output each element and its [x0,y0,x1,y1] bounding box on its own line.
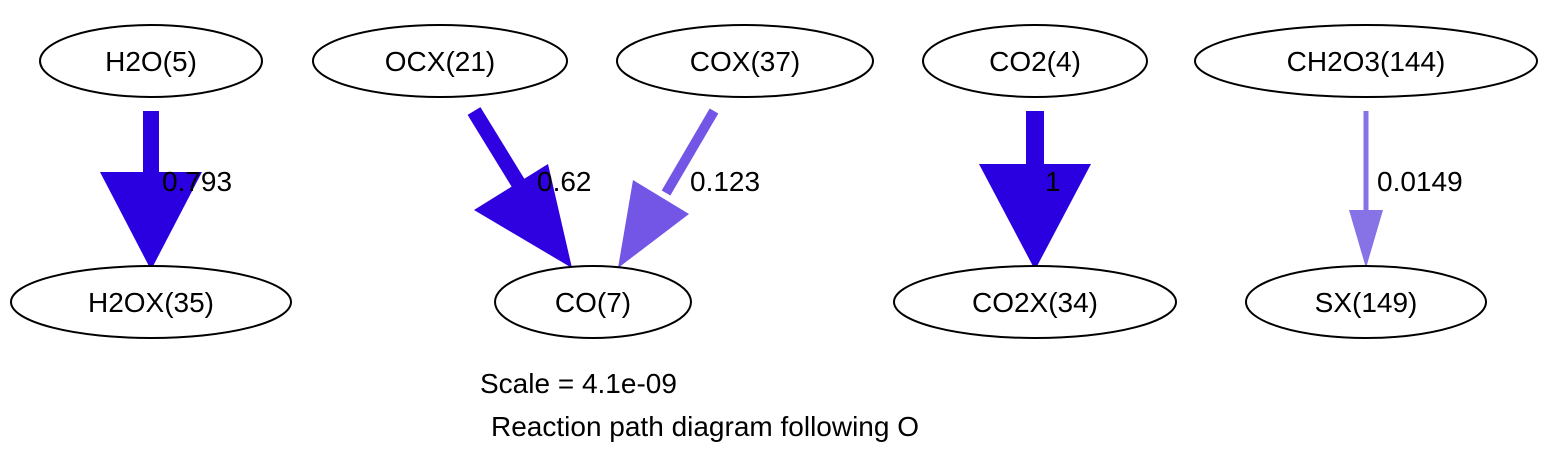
node-h2o-label: H2O(5) [105,46,197,77]
edge-ocx-to-co-arrowhead [474,164,572,268]
node-co2-ellipse [922,24,1148,98]
node-co2x-label: CO2X(34) [972,287,1098,318]
node-co-label: CO(7) [555,287,631,318]
node-ch2o3-label: CH2O3(144) [1287,46,1446,77]
node-co2: CO2(4) [922,24,1148,98]
node-h2o: H2O(5) [39,24,263,98]
node-co: CO(7) [494,265,692,339]
node-co-ellipse [494,265,692,339]
edge-cox-to-co-arrowhead [618,180,689,268]
edge-ocx-to-co-label: 0.62 [537,166,592,197]
node-ocx-ellipse [312,24,568,98]
node-co2-label: CO2(4) [989,46,1081,77]
node-cox-label: COX(37) [690,46,800,77]
node-ch2o3-ellipse [1194,24,1538,98]
node-h2ox-ellipse [10,265,292,339]
node-ch2o3: CH2O3(144) [1194,24,1538,98]
scale-caption: Scale = 4.1e-09 [480,368,677,399]
edge-h2o-to-h2ox-label: 0.793 [162,166,232,197]
edge-ocx-to-co-shaft [467,107,527,190]
node-h2ox-label: H2OX(35) [88,287,214,318]
edge-ch2o3-to-sx-arrowhead [1349,210,1383,268]
node-cox: COX(37) [616,24,874,98]
edge-h2o-to-h2ox-arrowhead [100,172,202,270]
node-h2o-ellipse [39,24,263,98]
node-ocx: OCX(21) [312,24,568,98]
edge-cox-to-co: 0.123 [618,108,760,268]
node-cox-ellipse [616,24,874,98]
node-co2x-ellipse [893,265,1177,339]
node-ocx-label: OCX(21) [385,46,495,77]
edge-ocx-to-co: 0.62 [467,107,592,268]
edge-co2-to-co2x: 1 [979,111,1091,270]
edge-ch2o3-to-sx: 0.0149 [1349,111,1463,268]
edge-cox-to-co-label: 0.123 [690,166,760,197]
node-co2x: CO2X(34) [893,265,1177,339]
diagram-title: Reaction path diagram following O [491,411,919,442]
node-h2ox: H2OX(35) [10,265,292,339]
node-sx: SX(149) [1245,265,1487,339]
edge-co2-to-co2x-label: 1 [1045,166,1061,197]
node-sx-ellipse [1245,265,1487,339]
edge-h2o-to-h2ox: 0.793 [100,111,232,270]
edge-ch2o3-to-sx-label: 0.0149 [1377,166,1463,197]
node-sx-label: SX(149) [1315,287,1418,318]
edge-cox-to-co-shaft [661,108,719,196]
edge-co2-to-co2x-arrowhead [979,164,1091,270]
